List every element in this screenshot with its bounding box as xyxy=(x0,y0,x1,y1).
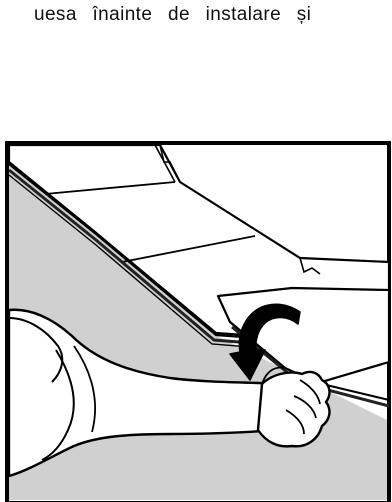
floor-installation-illustration xyxy=(0,0,392,502)
document-page: { "document": { "text_line": "uesa înain… xyxy=(0,0,392,502)
